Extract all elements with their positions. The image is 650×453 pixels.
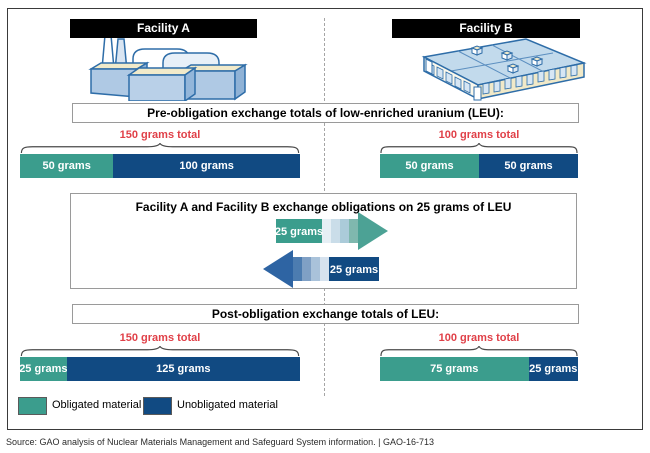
- stacked-bar: 25 grams 125 grams: [19, 357, 300, 381]
- unobligated-swatch-icon: [143, 397, 172, 415]
- segment-label: 50 grams: [42, 160, 91, 172]
- segment-label: 25 grams: [19, 363, 68, 375]
- unobligated-segment: 125 grams: [66, 357, 300, 381]
- obligated-segment: 25 grams: [19, 357, 68, 381]
- brace-icon: [380, 346, 578, 356]
- post-obligation-bar-facility-b: 100 grams total 75 grams 25 grams: [380, 332, 578, 381]
- total-label: 100 grams total: [438, 332, 520, 344]
- arrow-to-facility-b-icon: 25 grams: [276, 212, 388, 250]
- arrow-label: 25 grams: [330, 264, 378, 276]
- pre-obligation-title: Pre-obligation exchange totals of low-en…: [147, 106, 504, 120]
- total-label: 100 grams total: [438, 129, 520, 141]
- unobligated-segment: 25 grams: [528, 357, 578, 381]
- segment-label: 50 grams: [504, 160, 553, 172]
- segment-label: 125 grams: [156, 363, 211, 375]
- warehouse-roof-vents: [470, 45, 544, 74]
- segment-label: 50 grams: [405, 160, 454, 172]
- brace-icon: [20, 143, 300, 153]
- facility-b-label: Facility B: [459, 21, 513, 35]
- stacked-bar: 75 grams 25 grams: [380, 357, 578, 381]
- arrow-to-facility-a-icon: 25 grams: [263, 250, 379, 288]
- total-label: 150 grams total: [119, 332, 201, 344]
- unobligated-segment: 50 grams: [479, 154, 578, 178]
- post-obligation-title-box: Post-obligation exchange totals of LEU:: [72, 304, 579, 324]
- post-obligation-title: Post-obligation exchange totals of LEU:: [211, 307, 440, 321]
- warehouse-building-icon: [421, 38, 587, 101]
- exchange-obligations-box: Facility A and Facility B exchange oblig…: [70, 193, 577, 289]
- factory-building-icon: [88, 35, 248, 101]
- post-obligation-bar-facility-a: 150 grams total 25 grams 125 grams: [19, 332, 300, 381]
- pre-obligation-bar-facility-a: 150 grams total 50 grams 100 grams: [20, 129, 300, 178]
- obligated-segment: 50 grams: [20, 154, 114, 178]
- source-citation: Source: GAO analysis of Nuclear Material…: [6, 437, 435, 447]
- pre-obligation-title-box: Pre-obligation exchange totals of low-en…: [72, 103, 579, 123]
- obligated-segment: 50 grams: [380, 154, 479, 178]
- segment-label: 25 grams: [529, 363, 578, 375]
- obligated-swatch-icon: [18, 397, 47, 415]
- segment-label: 75 grams: [430, 363, 479, 375]
- brace-icon: [20, 346, 300, 356]
- unobligated-segment: 100 grams: [113, 154, 300, 178]
- stacked-bar: 50 grams 100 grams: [20, 154, 300, 178]
- facility-a-header: Facility A: [70, 19, 257, 38]
- brace-icon: [380, 143, 578, 153]
- legend-label-obligated: Obligated material: [52, 399, 142, 411]
- total-label: 150 grams total: [119, 129, 201, 141]
- segment-label: 100 grams: [179, 160, 234, 172]
- stacked-bar: 50 grams 50 grams: [380, 154, 578, 178]
- facility-b-header: Facility B: [392, 19, 580, 38]
- facility-a-label: Facility A: [137, 21, 190, 35]
- pre-obligation-bar-facility-b: 100 grams total 50 grams 50 grams: [380, 129, 578, 178]
- obligated-segment: 75 grams: [380, 357, 529, 381]
- legend-label-unobligated: Unobligated material: [177, 399, 278, 411]
- figure-border: [7, 8, 643, 430]
- exchange-title: Facility A and Facility B exchange oblig…: [135, 200, 512, 214]
- arrow-label: 25 grams: [276, 226, 323, 238]
